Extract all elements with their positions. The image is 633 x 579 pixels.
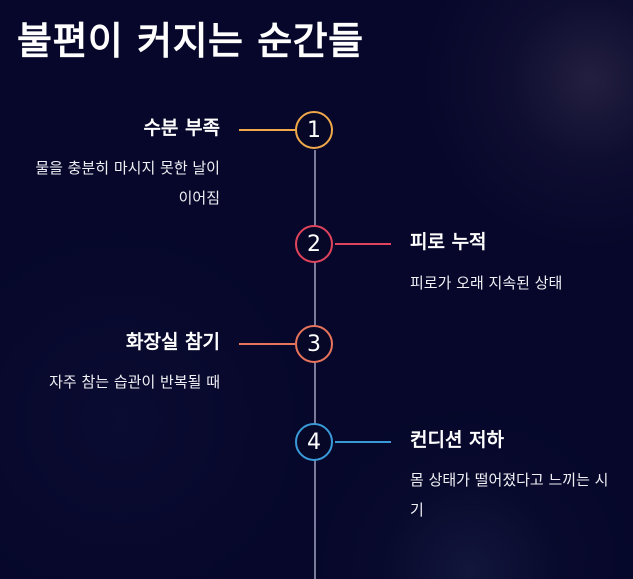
step-4-title: 컨디션 저하: [410, 429, 505, 451]
step-2-title: 피로 누적: [410, 231, 487, 253]
step-4-connector: [335, 441, 391, 443]
step-2-marker: 2: [295, 225, 333, 263]
step-4-marker: 4: [295, 423, 333, 461]
step-4-number: 4: [307, 429, 321, 455]
step-3-number: 3: [307, 331, 321, 357]
step-3-title: 화장실 참기: [125, 331, 220, 353]
step-1-marker: 1: [295, 111, 333, 149]
step-2-number: 2: [307, 231, 321, 257]
timeline-line: [314, 150, 316, 579]
step-1-number: 1: [307, 117, 321, 143]
step-1-description: 물을 충분히 마시지 못한 날이 이어짐: [35, 159, 220, 207]
step-4-description: 몸 상태가 떨어졌다고 느끼는 시기: [410, 471, 609, 519]
step-3-marker: 3: [295, 325, 333, 363]
step-2-description: 피로가 오래 지속된 상태: [410, 274, 563, 292]
step-3-description: 자주 참는 습관이 반복될 때: [49, 373, 220, 391]
step-1-connector: [239, 129, 295, 131]
step-3-connector: [239, 343, 295, 345]
page-title: 불편이 커지는 순간들: [17, 19, 364, 63]
step-2-connector: [335, 243, 391, 245]
step-1-title: 수분 부족: [143, 117, 220, 139]
